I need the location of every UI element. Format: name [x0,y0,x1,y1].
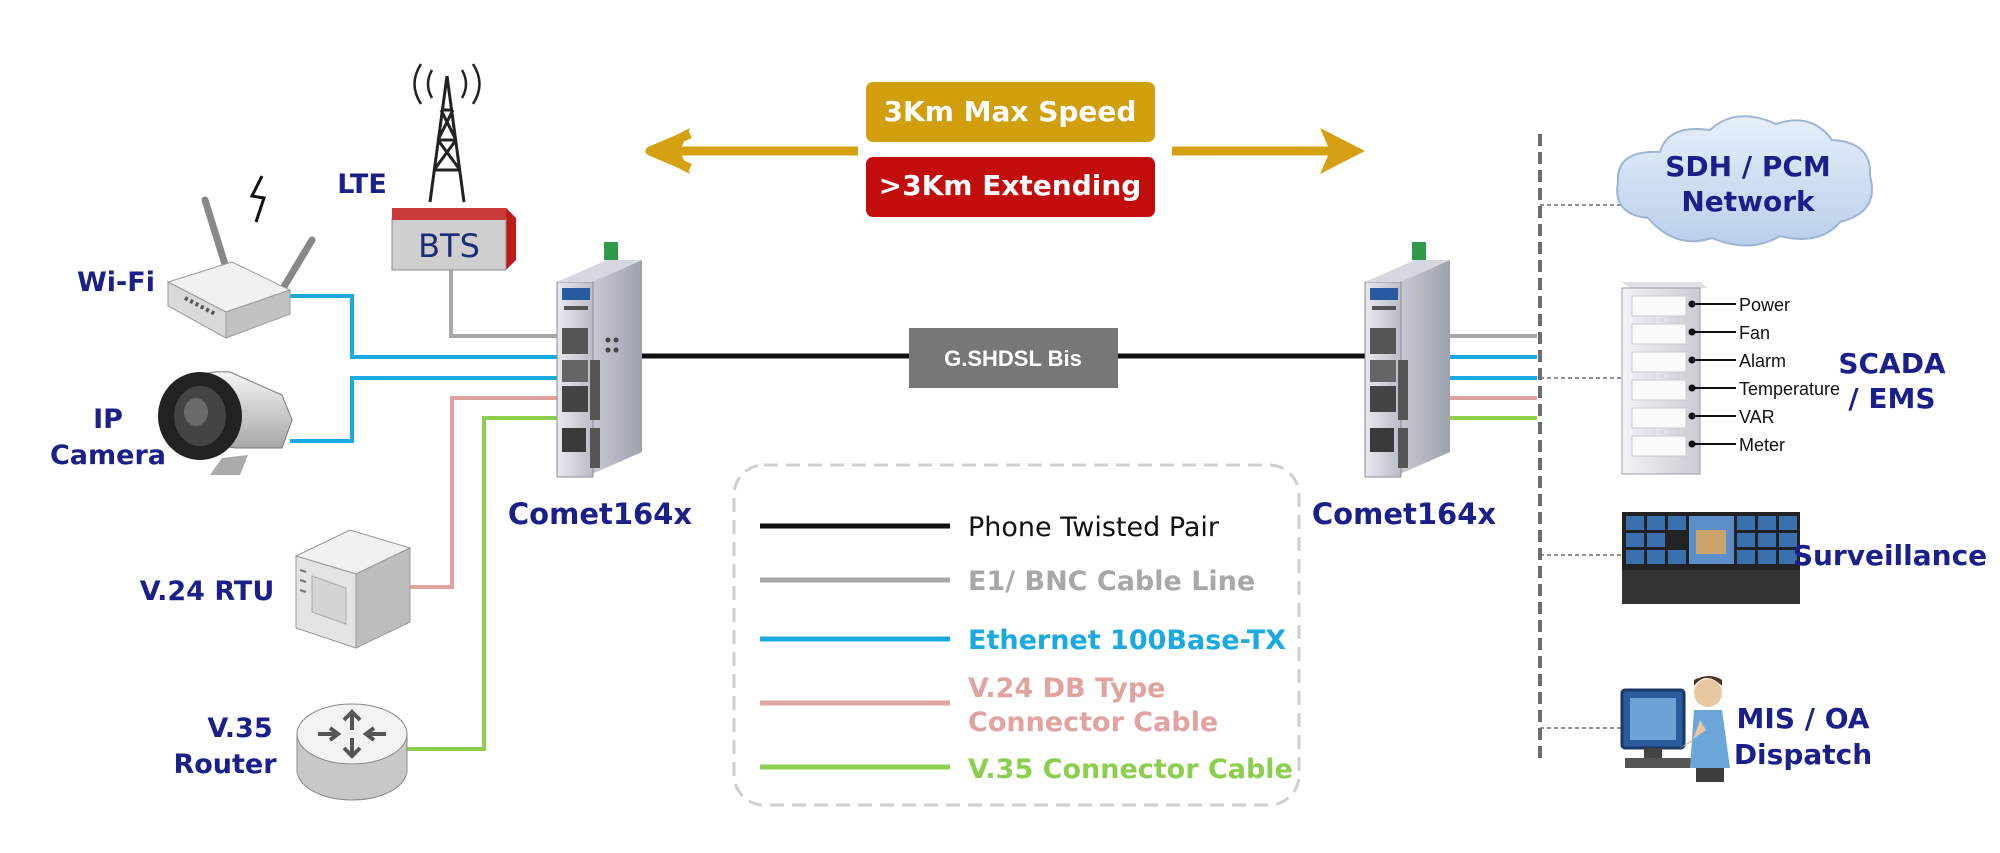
legend-frame [732,463,1301,807]
legend-label: V.24 DB Type [968,673,1166,704]
max-speed-pill [866,82,1155,142]
wifi-signal-icon [249,175,266,223]
rtu-label: V.24 RTU [140,576,275,607]
comet-left-icon [556,242,642,478]
max-speed-label: 3Km Max Speed [884,95,1137,128]
right-arrow-head [1320,128,1365,174]
comet-right-icon [1364,242,1450,478]
legend-label: E1/ BNC Cable Line [968,566,1255,597]
scada-item: VAR [1739,407,1775,427]
ip-camera-icon [158,371,293,475]
ip-camera-label-line1: IP [93,404,123,435]
mis-label-line2: Dispatch [1734,738,1872,771]
extending-label: >3Km Extending [879,169,1142,202]
network-label-line1: SDH / PCM [1665,150,1831,183]
wifi-router-icon [166,175,316,339]
lte-tower-icon [413,63,481,203]
legend: Phone Twisted Pair E1/ BNC Cable Line Et… [732,463,1301,807]
scada-rack-icon [1621,282,1708,475]
distance-banner: 3Km Max Speed >3Km Extending [645,82,1365,217]
mis-label-line1: MIS / OA [1737,702,1870,735]
scada-item: Temperature [1739,379,1840,399]
scada-item: Meter [1739,435,1785,455]
legend-label: Connector Cable [968,707,1218,738]
extending-pill [866,157,1155,217]
left-cables [282,270,1380,751]
gshdsl-box [909,328,1118,388]
bts-icon [391,208,516,271]
v35-router-icon [296,703,408,801]
gshdsl-label: G.SHDSL Bis [944,346,1082,371]
cloud-icon [1616,115,1873,247]
legend-label: Phone Twisted Pair [968,512,1220,543]
lte-label: LTE [337,169,387,200]
legend-label: Ethernet 100Base-TX [968,625,1286,656]
comet-left-label: Comet164x [508,497,692,531]
scada-item: Fan [1739,323,1770,343]
left-arrow-head [645,128,690,174]
ip-camera-label-line2: Camera [50,440,166,471]
comet-right-label: Comet164x [1312,497,1496,531]
scada-item: Alarm [1739,351,1786,371]
scada-item: Power [1739,295,1790,315]
operator-workstation-icon [1620,676,1730,782]
backbone-bus [1538,134,1622,760]
surveillance-label: Surveillance [1793,539,1987,572]
wifi-label: Wi-Fi [77,267,155,298]
legend-label: V.35 Connector Cable [968,754,1293,785]
router-label-line1: V.35 [207,713,272,744]
network-label-line2: Network [1681,185,1816,218]
bts-label: BTS [418,227,480,265]
router-label-line2: Router [173,749,277,780]
video-wall-icon [1622,512,1800,604]
scada-label-line2: / EMS [1848,382,1935,415]
scada-label-line1: SCADA [1838,347,1946,380]
rtu-icon [294,529,412,649]
scada-leaders [1688,300,1736,448]
